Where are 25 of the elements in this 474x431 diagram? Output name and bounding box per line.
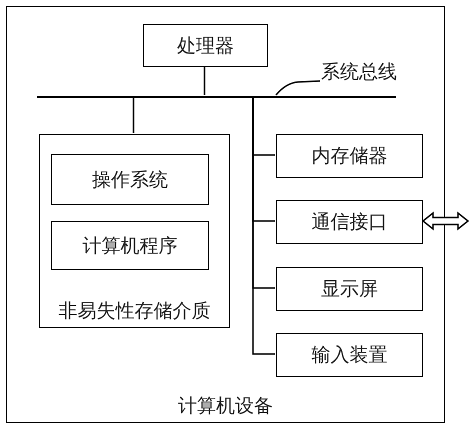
process-box [51,221,209,270]
box-label: 通信接口 [312,210,388,234]
process-box [39,134,230,328]
box-label: 计算机程序 [82,234,178,258]
bus-label: 系统总线 [321,59,417,85]
box-label: 计算机设备 [177,394,274,418]
box-label: 内存储器 [312,144,388,168]
process-box [143,24,268,67]
process-box [276,333,423,377]
box-label: 输入装置 [312,343,388,367]
connector-line [204,66,206,95]
process-box [276,200,423,244]
double-arrow [422,211,470,231]
process-box [51,154,209,205]
connector-line [252,97,275,355]
box-label: 非易失性存储介质 [58,299,212,323]
box-label: 显示屏 [321,277,378,301]
box-label: 处理器 [177,34,234,58]
process-box [276,134,423,178]
bus-line [37,96,396,98]
process-box [276,267,423,311]
leader-line [275,80,320,96]
box-label: 操作系统 [92,168,168,192]
process-box [6,6,445,423]
connector-line [132,97,134,133]
